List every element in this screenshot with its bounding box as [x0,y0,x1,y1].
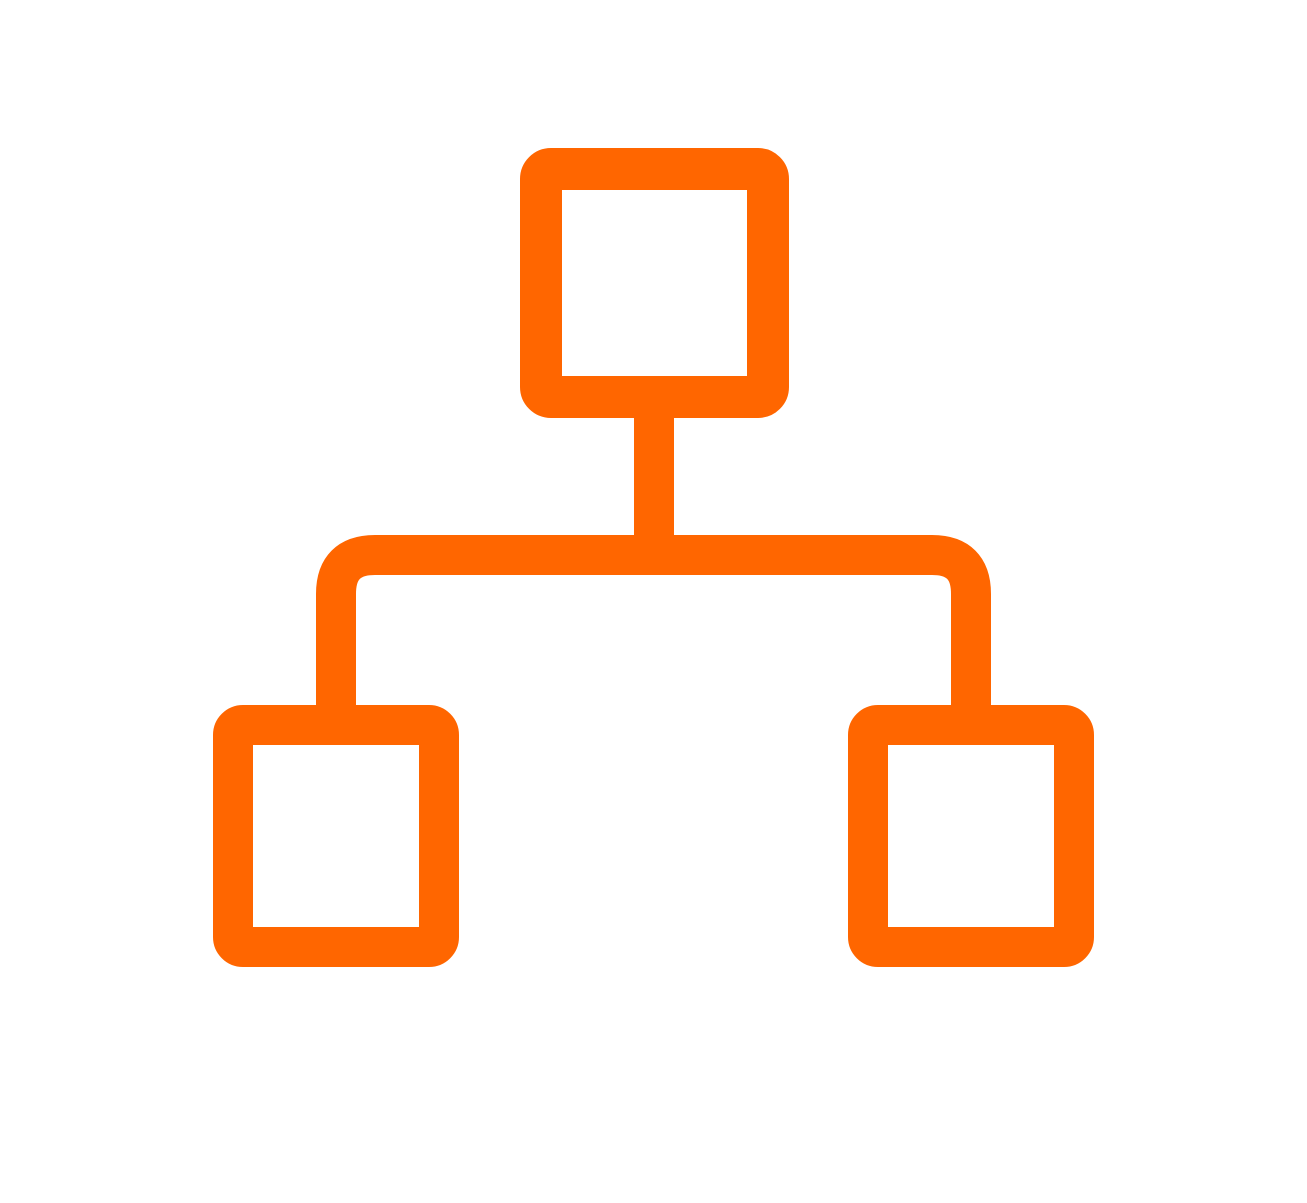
left-child-node [213,705,459,967]
branch-connector [316,535,991,725]
right-child-node [848,705,1094,967]
root-node [520,148,789,418]
